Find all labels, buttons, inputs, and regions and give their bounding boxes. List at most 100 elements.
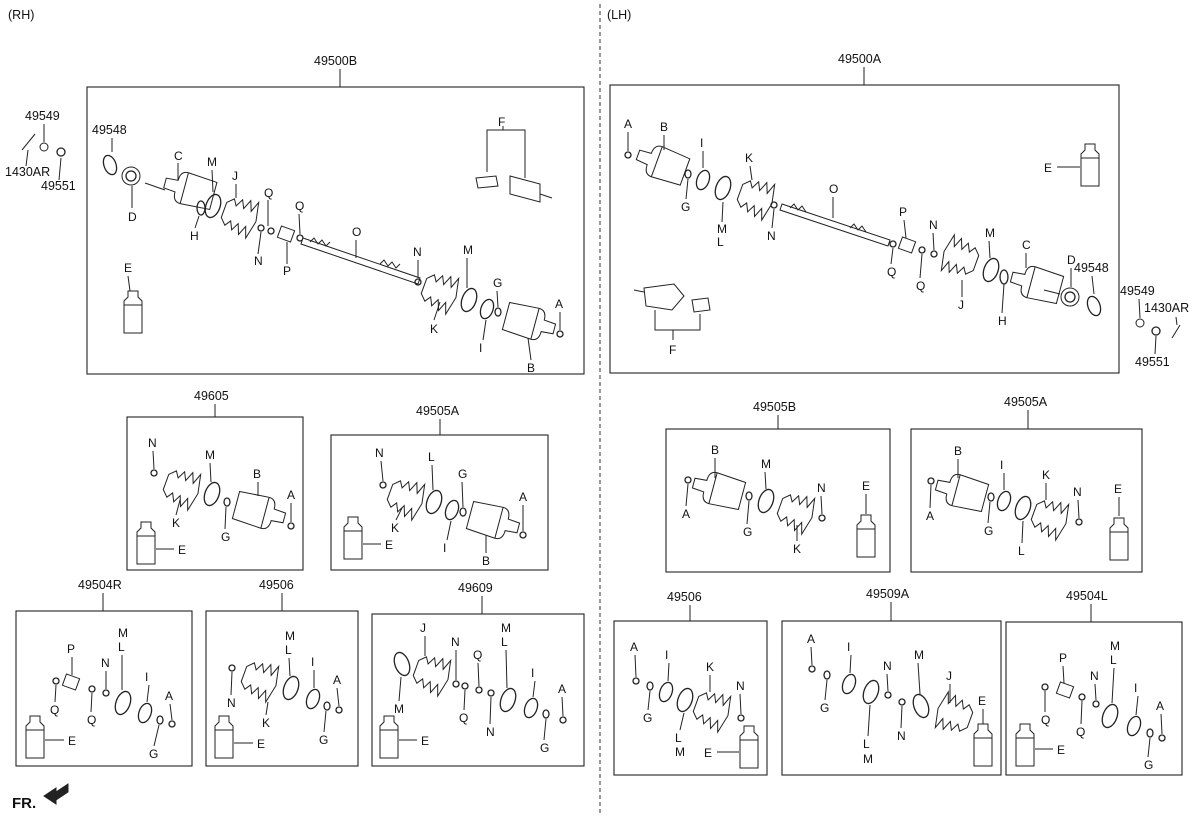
svg-text:K: K xyxy=(1042,468,1050,482)
svg-text:H: H xyxy=(190,229,199,243)
svg-text:49504R: 49504R xyxy=(78,578,122,592)
svg-text:Q: Q xyxy=(887,265,896,279)
rh-main-assembly: 49500B 49548 D C H M J N Q P Q O xyxy=(86,54,585,375)
svg-text:E: E xyxy=(862,479,870,493)
svg-text:P: P xyxy=(283,264,291,278)
svg-text:K: K xyxy=(262,716,270,730)
svg-text:G: G xyxy=(681,200,690,214)
svg-text:N: N xyxy=(767,229,776,243)
svg-text:B: B xyxy=(253,467,261,481)
rh-49505A-kit: 49505A N K L I G B A E xyxy=(330,404,549,571)
svg-text:49504L: 49504L xyxy=(1066,589,1108,603)
svg-text:B: B xyxy=(954,444,962,458)
svg-text:A: A xyxy=(165,689,173,703)
svg-text:G: G xyxy=(493,276,502,290)
svg-text:K: K xyxy=(172,516,180,530)
svg-text:N: N xyxy=(897,729,906,743)
svg-text:O: O xyxy=(829,182,838,196)
svg-text:49609: 49609 xyxy=(458,581,493,595)
svg-text:A: A xyxy=(682,507,690,521)
svg-text:M: M xyxy=(285,629,295,643)
svg-text:L: L xyxy=(118,640,125,654)
svg-text:49506: 49506 xyxy=(667,590,702,604)
svg-text:K: K xyxy=(391,521,399,535)
svg-text:I: I xyxy=(665,648,668,662)
svg-text:J: J xyxy=(958,298,964,312)
rh-49504R-kit: 49504R P Q Q N M L I G A E xyxy=(15,578,193,767)
svg-text:E: E xyxy=(385,538,393,552)
svg-text:Q: Q xyxy=(87,713,96,727)
svg-text:A: A xyxy=(555,297,563,311)
svg-text:O: O xyxy=(352,225,361,239)
svg-text:I: I xyxy=(1000,458,1003,472)
lh-49509A-kit: 49509A A G I L M N N M J E xyxy=(781,587,1002,776)
svg-text:I: I xyxy=(145,670,148,684)
svg-text:A: A xyxy=(807,632,815,646)
svg-text:G: G xyxy=(221,530,230,544)
svg-text:G: G xyxy=(458,467,467,481)
part-1430AR: 1430AR xyxy=(1144,301,1189,315)
svg-text:E: E xyxy=(1044,161,1052,175)
rh-49605-kit: 49605 N K M G B A E xyxy=(126,389,304,571)
part-49549: 49549 xyxy=(1120,284,1155,298)
svg-text:P: P xyxy=(899,205,907,219)
svg-text:C: C xyxy=(174,149,183,163)
nut-icon xyxy=(39,142,49,152)
svg-text:G: G xyxy=(319,733,328,747)
svg-text:49505A: 49505A xyxy=(1004,395,1048,409)
lh-49504L-kit: 49504L Q P Q N M L I G A E xyxy=(1005,589,1183,776)
svg-text:M: M xyxy=(463,243,473,257)
svg-text:F: F xyxy=(669,343,676,357)
svg-text:E: E xyxy=(257,737,265,751)
svg-text:N: N xyxy=(736,679,745,693)
svg-text:I: I xyxy=(531,666,534,680)
svg-text:I: I xyxy=(1134,681,1137,695)
svg-text:E: E xyxy=(421,734,429,748)
svg-text:E: E xyxy=(978,694,986,708)
assembly-number: 49500A xyxy=(838,52,882,66)
svg-text:L: L xyxy=(863,737,870,751)
svg-text:E: E xyxy=(1114,482,1122,496)
svg-text:Q: Q xyxy=(50,703,59,717)
lh-main-assembly: 49500A A B G I M L K N O Q P Q xyxy=(609,52,1120,374)
svg-text:I: I xyxy=(311,655,314,669)
svg-text:Q: Q xyxy=(295,199,304,213)
svg-text:L: L xyxy=(501,635,508,649)
nut-icon xyxy=(1135,318,1145,328)
svg-text:E: E xyxy=(124,261,132,275)
svg-text:49505B: 49505B xyxy=(753,400,796,414)
svg-text:D: D xyxy=(128,210,137,224)
svg-text:M: M xyxy=(863,752,873,766)
lh-49505A-kit: 49505A A B G I L K N E xyxy=(910,395,1143,573)
svg-text:A: A xyxy=(519,490,527,504)
front-label: FR. xyxy=(12,795,36,812)
svg-text:Q: Q xyxy=(473,648,482,662)
svg-text:J: J xyxy=(946,669,952,683)
svg-text:N: N xyxy=(101,656,110,670)
svg-text:M: M xyxy=(985,226,995,240)
svg-text:M: M xyxy=(761,457,771,471)
lh-49505B-kit: 49505B A B G M K N E xyxy=(665,400,891,573)
svg-text:N: N xyxy=(375,446,384,460)
svg-text:N: N xyxy=(1090,669,1099,683)
svg-text:49605: 49605 xyxy=(194,389,229,403)
svg-text:K: K xyxy=(793,542,801,556)
svg-text:Q: Q xyxy=(916,279,925,293)
svg-text:D: D xyxy=(1067,253,1076,267)
svg-text:N: N xyxy=(1073,485,1082,499)
part-49551: 49551 xyxy=(1135,355,1170,369)
svg-text:M: M xyxy=(501,621,511,635)
svg-text:J: J xyxy=(232,169,238,183)
svg-text:M: M xyxy=(675,745,685,759)
svg-text:M: M xyxy=(717,222,727,236)
svg-text:P: P xyxy=(1059,651,1067,665)
svg-text:A: A xyxy=(1156,699,1164,713)
svg-text:M: M xyxy=(1110,639,1120,653)
svg-text:E: E xyxy=(68,734,76,748)
svg-text:F: F xyxy=(498,115,505,129)
svg-text:L: L xyxy=(428,450,435,464)
part-number: 49548 xyxy=(1074,261,1109,275)
svg-text:B: B xyxy=(482,554,490,568)
rh-49506-kit: 49506 N K M L I G A E xyxy=(205,578,359,767)
